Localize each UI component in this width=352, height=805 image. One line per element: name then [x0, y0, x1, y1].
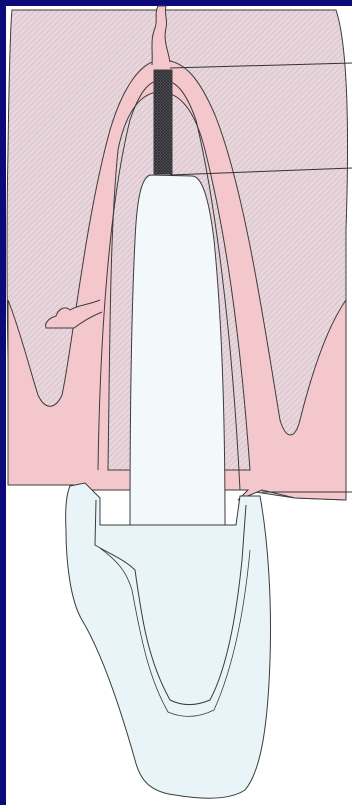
- post-core: [130, 175, 225, 525]
- apical-seal: [154, 70, 172, 174]
